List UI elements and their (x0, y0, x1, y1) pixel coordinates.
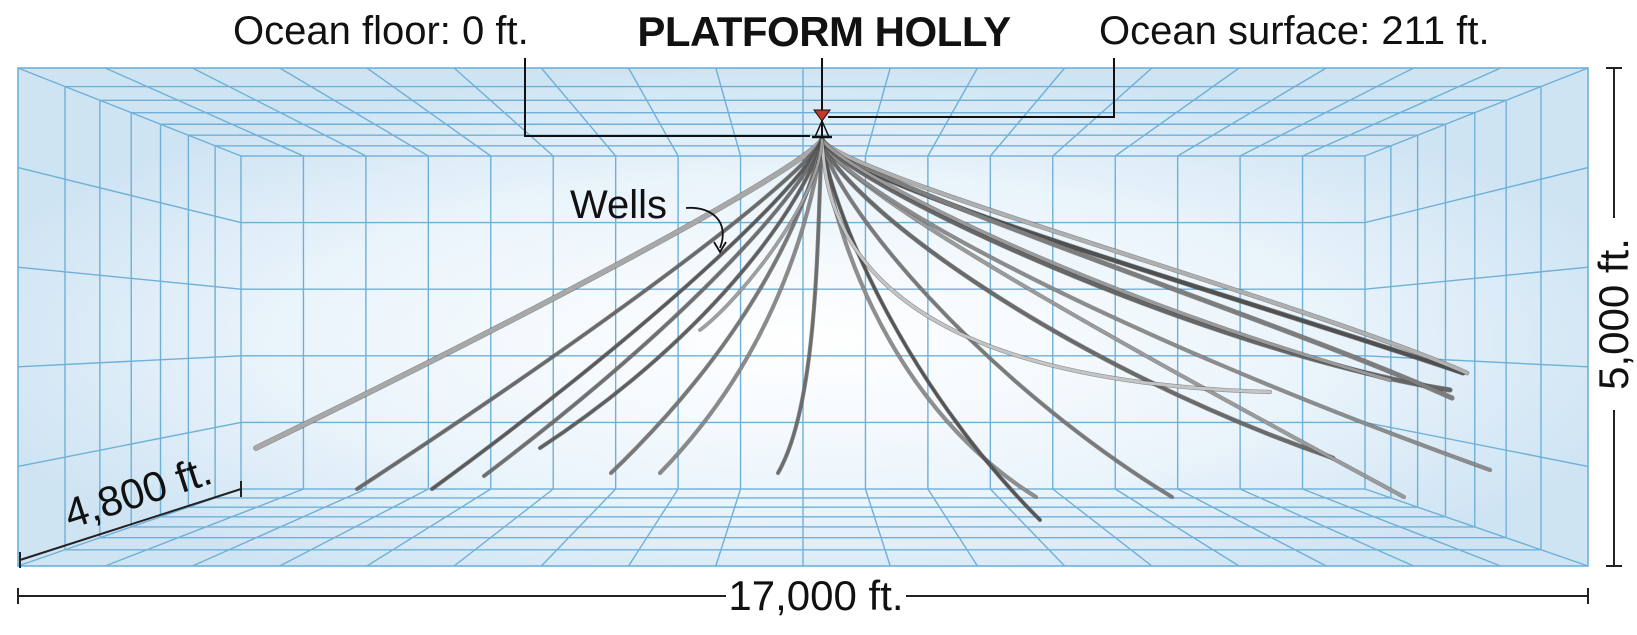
grid-line (1302, 67, 1502, 157)
perspective-grid (17, 67, 1589, 567)
well-line (820, 138, 1454, 400)
ocean-floor-label: Ocean floor: 0 ft. (233, 9, 529, 53)
well-line (820, 138, 1469, 375)
grid-line (192, 67, 367, 157)
thickness-dimension (19, 481, 242, 568)
grid-line (17, 166, 242, 224)
grid-line (1302, 488, 1502, 567)
grid-line (453, 67, 554, 157)
grid-line (1114, 488, 1240, 567)
grid-line (279, 488, 429, 567)
grid-edge (1364, 67, 1589, 157)
depth-dimension (1606, 67, 1622, 567)
grid-line (989, 67, 1066, 157)
grid-line (1177, 488, 1327, 567)
curved-arrow-icon (685, 207, 724, 249)
wells-label: Wells (570, 183, 667, 227)
grid-line (1364, 355, 1589, 368)
grid-line (104, 488, 304, 567)
grid-line (540, 67, 617, 157)
grid-line (927, 488, 979, 567)
grid-line (1239, 488, 1414, 567)
well-line (482, 138, 824, 478)
grid-line (279, 67, 429, 157)
well-line (253, 137, 825, 451)
depth-dimension-label: 5,000 ft. (1590, 238, 1637, 390)
grid-line (627, 67, 679, 157)
diagram-title: PLATFORM HOLLY (637, 8, 1011, 55)
grid-line (17, 355, 242, 368)
grid-edge (1364, 488, 1589, 567)
grid-line (927, 67, 979, 157)
grid-line (1177, 67, 1327, 157)
width-dimension-label: 17,000 ft. (728, 572, 903, 619)
grid-line (864, 67, 891, 157)
grid-line (989, 488, 1066, 567)
grid-edge (17, 67, 242, 157)
grid-line (453, 488, 554, 567)
grid-line (540, 488, 617, 567)
grid-line (104, 67, 304, 157)
well-line (820, 138, 1492, 472)
ocean-surface-leader (828, 58, 1115, 118)
box-outline (17, 67, 1589, 567)
grid-line (627, 488, 679, 567)
grid-line (17, 266, 242, 290)
well-line (820, 138, 1272, 394)
width-dimension (17, 588, 1589, 604)
well-line (355, 138, 824, 491)
platform-marker-icon (812, 58, 832, 139)
well-line (820, 138, 1042, 522)
grid-line (1364, 421, 1589, 468)
grid-line (715, 67, 742, 157)
ocean-surface-label: Ocean surface: 211 ft. (1099, 9, 1490, 53)
well-line (820, 138, 1174, 499)
well-line (776, 138, 824, 475)
well-line (820, 138, 1392, 382)
grid-line (1239, 67, 1414, 157)
grid-line (1364, 266, 1589, 290)
well-line (430, 138, 824, 491)
grid-line (192, 488, 367, 567)
grid-line (1052, 67, 1153, 157)
grid-line (715, 488, 742, 567)
grid-line (366, 488, 492, 567)
grid-line (1364, 166, 1589, 224)
grid-line (864, 488, 891, 567)
ocean-floor-leader (524, 58, 810, 137)
well-line (820, 138, 1335, 460)
grid-line (366, 67, 492, 157)
grid-line (17, 421, 242, 468)
arrow-head (713, 241, 727, 254)
grid-line (1052, 488, 1153, 567)
well-line (698, 138, 824, 332)
well-line (538, 138, 824, 450)
wells-bundle (253, 137, 1493, 523)
grid-line (1114, 67, 1240, 157)
